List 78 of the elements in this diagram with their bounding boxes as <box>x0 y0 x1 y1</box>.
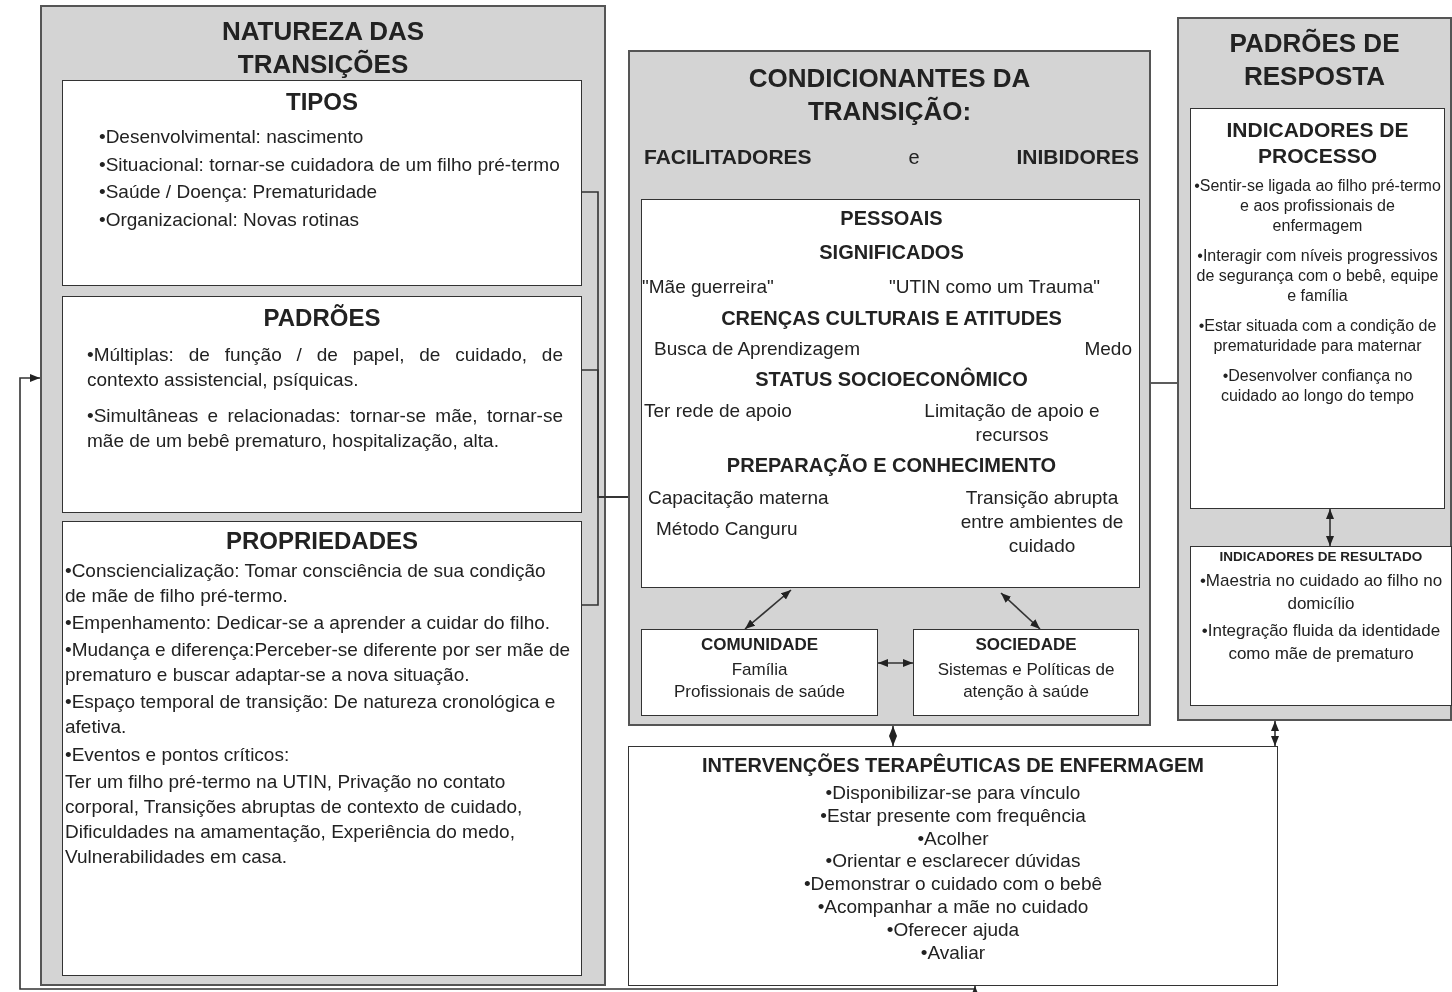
group-panel <box>628 50 1151 726</box>
text-label: Busca de Aprendizagem <box>654 337 861 361</box>
arrow <box>1326 508 1334 547</box>
text-label: •Maestria no cuidado ao filho no domicílio <box>1198 569 1444 615</box>
text-label: •Organizacional: Novas rotinas <box>99 208 361 233</box>
text-label: •Interagir com níveis progressivos de segurança com o bebê, equipe e família <box>1195 245 1440 306</box>
text-label: Profissionais de saúde <box>673 681 845 704</box>
text-label: •Simultâneas e relacionadas: tornar-se mãe, tornar-se mãe de um bebê prematuro, hospitalização, alta. <box>87 404 563 454</box>
heading: INDICADORES DE RESULTADO <box>1219 549 1423 566</box>
text-label: Capacitação materna <box>648 486 830 510</box>
text-label: Método Canguru <box>656 517 799 541</box>
text-label: •Desenvolvimental: nascimento <box>99 125 365 149</box>
text-label: INIBIDORES <box>1016 145 1139 169</box>
text-label: Família <box>731 659 788 682</box>
text-label: •Estar presente com frequência <box>820 804 1086 828</box>
text-label: •Consciencialização: Tomar consciência de sua condição de mãe de filho pré-termo. <box>65 559 547 609</box>
arrow <box>889 725 897 747</box>
heading: CONDICIONANTES DA TRANSIÇÃO: <box>747 62 1032 127</box>
text-box <box>62 296 582 513</box>
text-label: •Múltiplas: de função / de papel, de cuidado, de contexto assistencial, psíquicas. <box>87 343 563 392</box>
heading: PREPARAÇÃO E CONHECIMENTO <box>725 453 1058 478</box>
text-label: Transição abrupta entre ambientes de cuidado <box>959 486 1125 558</box>
text-label: •Avaliar <box>920 941 986 965</box>
text-label: •Sentir-se ligada ao filho pré-termo e aos profissionais de enfermagem <box>1193 175 1442 236</box>
text-box <box>1190 546 1452 706</box>
heading: SOCIEDADE <box>975 634 1077 656</box>
connector-line <box>581 496 629 606</box>
heading: PROPRIEDADES <box>225 526 418 556</box>
arrow <box>877 659 914 667</box>
heading: STATUS SOCIOECONÔMICO <box>754 367 1029 392</box>
text-label: •Oferecer ajuda <box>886 918 1020 942</box>
text-label: •Desenvolver confiança no cuidado ao longo do tempo <box>1219 365 1415 406</box>
text-box <box>628 746 1278 986</box>
heading: TIPOS <box>286 87 358 117</box>
text-label: •Acompanhar a mãe no cuidado <box>817 896 1089 919</box>
text-label: "Mãe guerreira" <box>642 275 775 299</box>
text-box <box>62 521 582 976</box>
text-box <box>641 629 878 716</box>
heading: COMUNIDADE <box>700 634 819 656</box>
group-panel <box>1177 17 1452 721</box>
text-box <box>641 199 1140 588</box>
text-label: Medo <box>1083 337 1132 361</box>
arrow <box>1271 720 1279 747</box>
text-label: •Acolher <box>917 827 989 851</box>
heading: PADRÕES <box>263 303 381 333</box>
heading: CRENÇAS CULTURAIS E ATITUDES <box>720 306 1063 331</box>
text-label: Ter um filho pré-termo na UTIN, Privação no contato corporal, Transições abruptas de contexto de cuidado, Dificuldades na amamentação, Experiência do medo, Vulnerabilidades em casa. <box>65 769 524 869</box>
arrow <box>744 589 792 630</box>
text-label: "UTIN como um Trauma" <box>888 275 1101 299</box>
text-label: •Saúde / Doença: Prematuridade <box>99 180 379 205</box>
group-panel <box>40 5 606 986</box>
text-label: Limitação de apoio e recursos <box>923 399 1101 447</box>
text-label: •Situacional: tornar-se cuidadora de um filho pré-termo <box>99 152 561 177</box>
heading: SIGNIFICADOS <box>818 240 965 265</box>
heading: INTERVENÇÕES TERAPÊUTICAS DE ENFERMAGEM <box>702 753 1204 778</box>
text-label: •Estar situada com a condição de prematuridade para maternar <box>1197 315 1438 356</box>
heading: NATUREZA DAS TRANSIÇÕES <box>220 15 426 80</box>
arrow <box>1000 592 1041 630</box>
text-label: •Orientar e esclarecer dúvidas <box>825 850 1081 874</box>
arrow <box>19 374 979 992</box>
text-box <box>1190 108 1445 509</box>
text-label: FACILITADORES <box>644 145 812 169</box>
text-box <box>913 629 1139 716</box>
text-label: e <box>908 146 920 169</box>
text-label: •Espaço temporal de transição: De natureza cronológica e afetiva. <box>65 690 557 740</box>
text-box <box>62 80 582 286</box>
text-label: •Eventos e pontos críticos: <box>65 742 291 767</box>
heading: PESSOAIS <box>839 206 944 231</box>
text-label: •Demonstrar o cuidado com o bebê <box>803 873 1103 896</box>
text-label: Ter rede de apoio <box>644 399 793 423</box>
text-label: •Disponibilizar-se para vínculo <box>825 782 1081 805</box>
text-label: Sistemas e Políticas de atenção à saúde <box>936 659 1116 704</box>
text-label: •Empenhamento: Dedicar-se a aprender a cuidar do filho. <box>65 611 552 636</box>
text-label: •Integração fluida da identidade como mãe de prematuro <box>1200 619 1442 665</box>
heading: PADRÕES DE RESPOSTA <box>1228 27 1401 92</box>
connector-line <box>1150 382 1178 384</box>
heading: INDICADORES DE PROCESSO <box>1225 117 1410 170</box>
text-label: •Mudança e diferença:Perceber-se diferente por ser mãe de prematuro e buscar adaptar-se a nova situação. <box>65 638 571 688</box>
